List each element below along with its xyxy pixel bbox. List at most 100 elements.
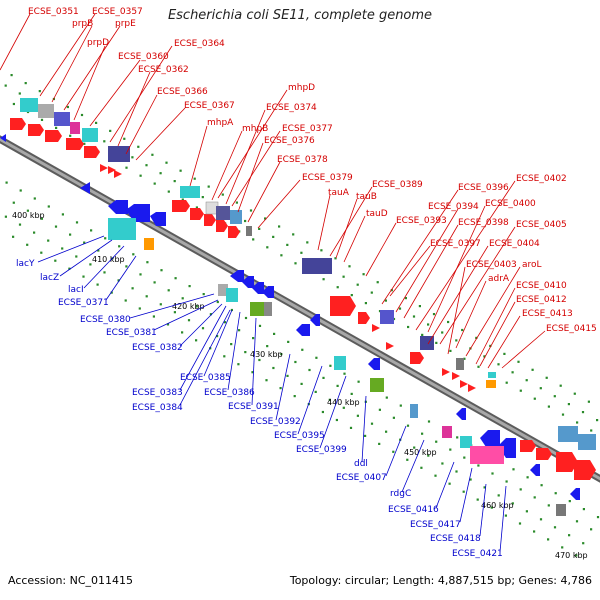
track-dot: [385, 396, 388, 399]
feature-box: [410, 404, 418, 418]
track-dot: [497, 363, 500, 366]
track-dot: [38, 90, 41, 93]
reverse-gene: [230, 270, 244, 282]
track-dot: [244, 219, 247, 223]
forward-gene: [386, 342, 394, 350]
feature-box: [380, 310, 394, 324]
track-dot: [590, 429, 593, 432]
gene-label: ECSE_0351: [28, 7, 79, 17]
gene-label: ECSE_0418: [430, 534, 481, 544]
track-dot: [181, 198, 184, 201]
track-dot: [308, 368, 311, 372]
track-dot: [362, 273, 365, 276]
track-dot: [125, 166, 128, 169]
track-dot: [24, 82, 27, 85]
track-dot: [166, 323, 170, 326]
kbp-tick-label: 410 kbp: [92, 255, 125, 264]
track-dot: [390, 289, 393, 292]
track-dot: [272, 366, 275, 370]
gene-label: ECSE_0382: [132, 343, 183, 353]
track-dot: [280, 254, 283, 257]
track-dot: [258, 324, 262, 327]
track-dot: [252, 238, 255, 241]
track-dot: [321, 410, 324, 414]
gene-label: ECSE_0378: [277, 155, 328, 165]
forward-gene: [228, 226, 240, 238]
track-dot: [69, 134, 72, 137]
track-dot: [109, 129, 112, 132]
forward-gene: [442, 368, 450, 376]
track-dot: [370, 291, 373, 294]
track-dot: [223, 355, 226, 358]
gene-label: ECSE_0395: [274, 431, 325, 441]
reverse-gene: [570, 488, 580, 500]
track-dot: [123, 137, 126, 140]
track-dot: [539, 518, 543, 521]
feature-box: [334, 356, 346, 370]
track-dot: [153, 182, 156, 185]
track-dot: [69, 233, 72, 236]
gene-label: ECSE_0384: [132, 403, 183, 413]
track-dot: [82, 275, 85, 278]
gene-label: ECSE_0400: [485, 199, 536, 209]
track-dot: [350, 392, 353, 395]
track-dot: [463, 357, 466, 360]
track-dot: [209, 313, 212, 316]
reverse-gene: [296, 324, 310, 336]
track-dot: [399, 404, 402, 407]
feature-box: [370, 378, 384, 392]
track-dot: [477, 365, 480, 368]
gene-label: lacI: [68, 285, 84, 295]
forward-gene: [204, 214, 216, 226]
gene-label: ECSE_0391: [228, 402, 279, 412]
track-dot: [110, 291, 113, 294]
gene-label: ECSE_0421: [452, 549, 503, 559]
track-dot: [12, 201, 15, 204]
track-dot: [497, 494, 500, 497]
track-dot: [159, 303, 162, 306]
track-dot: [95, 121, 98, 124]
gene-label: ECSE_0367: [184, 101, 235, 111]
track-dot: [131, 287, 134, 290]
track-dot: [350, 294, 353, 297]
track-dot: [348, 265, 351, 268]
track-dot: [392, 416, 395, 419]
track-dot: [138, 307, 141, 310]
track-dot: [68, 267, 71, 270]
reverse-gene: [126, 204, 150, 222]
track-dot: [596, 419, 599, 422]
track-dot: [533, 530, 536, 533]
track-dot: [173, 311, 176, 314]
track-dot: [559, 384, 562, 387]
forward-gene: [114, 170, 122, 178]
forward-gene: [574, 460, 596, 480]
track-dot: [287, 340, 290, 343]
track-dot: [476, 498, 479, 501]
track-dot: [137, 145, 140, 148]
gene-label: ECSE_0357: [92, 7, 143, 17]
track-dot: [301, 348, 304, 351]
track-dot: [280, 353, 283, 356]
track-dot: [406, 424, 410, 427]
track-dot: [404, 297, 407, 300]
track-dot: [590, 528, 593, 531]
track-dot: [165, 161, 168, 164]
track-dot: [568, 500, 571, 503]
track-dot: [582, 542, 585, 545]
gene-label: ECSE_0415: [546, 324, 597, 334]
track-dot: [179, 169, 182, 172]
track-dot: [329, 364, 332, 367]
track-dot: [448, 482, 451, 485]
track-dot: [356, 283, 359, 286]
track-dot: [103, 140, 106, 143]
track-dot: [462, 490, 465, 493]
feature-box: [470, 446, 504, 464]
feature-box: [82, 128, 98, 142]
track-dot: [96, 283, 99, 286]
track-dot: [398, 307, 402, 310]
reverse-gene: [242, 276, 254, 288]
track-dot: [370, 422, 374, 425]
track-dot: [40, 118, 44, 121]
feature-box: [38, 104, 54, 118]
track-dot: [568, 534, 571, 537]
